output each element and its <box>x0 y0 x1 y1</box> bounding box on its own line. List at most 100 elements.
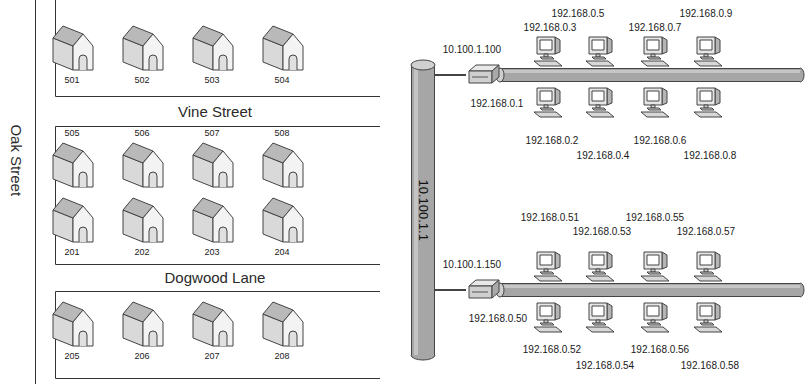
computer-node: 192.168.0.5 <box>552 8 617 67</box>
house-number: 501 <box>64 76 79 86</box>
icon-part <box>697 303 715 320</box>
computer-node: 192.168.0.57 <box>677 226 735 282</box>
house-icon <box>189 196 235 244</box>
icon-part <box>715 88 720 105</box>
house-door <box>289 331 297 346</box>
icon-part <box>283 151 303 187</box>
ip-address: 192.168.0.6 <box>634 135 687 146</box>
icon-part <box>555 88 560 105</box>
house-icon <box>49 196 95 244</box>
icon-part <box>555 37 560 54</box>
house-icon <box>189 141 235 189</box>
computer-icon <box>531 250 565 282</box>
icon-part <box>143 310 163 346</box>
icon-part <box>694 327 722 332</box>
icon-part <box>537 252 555 269</box>
icon-part <box>607 37 612 54</box>
computer-icon <box>638 301 672 333</box>
ip-address: 10.100.1.100 <box>443 44 501 55</box>
house-number: 202 <box>134 248 149 258</box>
computer-icon <box>531 35 565 67</box>
street-name: Oak Street <box>8 124 25 196</box>
house-node: 505 <box>49 129 95 189</box>
computer-icon <box>531 301 565 333</box>
house-door <box>219 55 227 70</box>
icon-part <box>715 252 720 269</box>
icon-part <box>700 323 714 325</box>
icon-part <box>697 252 715 269</box>
house-node: 501 <box>49 24 95 86</box>
bus-highlight <box>500 285 800 288</box>
house-door <box>79 331 87 346</box>
icon-part <box>586 327 614 332</box>
icon-part <box>540 57 554 59</box>
icon-part <box>592 91 604 101</box>
computer-node: 192.168.0.51 <box>521 212 579 282</box>
house-door <box>289 227 297 242</box>
icon-part <box>283 310 303 346</box>
ip-address: 192.168.0.52 <box>523 344 581 355</box>
computer-icon <box>691 301 725 333</box>
icon-part <box>540 255 552 265</box>
bus-body <box>500 283 800 297</box>
icon-part <box>662 303 667 320</box>
computer-node: 192.168.0.58 <box>681 301 739 371</box>
house-door <box>219 227 227 242</box>
computer-node: 192.168.0.4 <box>577 86 630 161</box>
icon-part <box>540 108 554 110</box>
icon-part <box>143 151 163 187</box>
house-number: 503 <box>204 76 219 86</box>
icon-part <box>555 252 560 269</box>
ip-address: 192.168.0.54 <box>576 360 634 371</box>
icon-part <box>592 323 606 325</box>
icon-part <box>589 252 607 269</box>
icon-part <box>647 91 659 101</box>
house-node: 503 <box>189 24 235 86</box>
icon-part <box>592 306 604 316</box>
house-door <box>149 55 157 70</box>
icon-part <box>143 34 163 70</box>
icon-part <box>647 57 661 59</box>
ip-address: 192.168.0.8 <box>684 150 737 161</box>
house-node: 203 <box>189 196 235 258</box>
computer-icon <box>531 86 565 118</box>
computer-icon <box>638 250 672 282</box>
computer-icon <box>638 35 672 67</box>
ip-address: 192.168.0.55 <box>626 212 684 223</box>
house-node: 208 <box>259 300 305 362</box>
house-number: 207 <box>204 352 219 362</box>
bus-body <box>500 68 800 82</box>
house-number: 506 <box>134 129 149 139</box>
icon-part <box>534 276 562 281</box>
house-number: 504 <box>274 76 289 86</box>
icon-part <box>641 61 669 66</box>
house-node: 508 <box>259 129 305 189</box>
icon-part <box>586 61 614 66</box>
house-door <box>149 227 157 242</box>
icon-part <box>592 255 604 265</box>
house-icon <box>119 300 165 348</box>
house-number: 508 <box>274 129 289 139</box>
icon-part <box>647 255 659 265</box>
computer-icon <box>691 250 725 282</box>
icon-part <box>641 276 669 281</box>
ip-address: 192.168.0.56 <box>631 344 689 355</box>
bus-end <box>800 283 804 297</box>
icon-part <box>700 57 714 59</box>
bus-edge <box>500 69 800 82</box>
icon-part <box>283 206 303 242</box>
icon-part <box>469 71 492 83</box>
icon-part <box>492 65 499 83</box>
icon-part <box>555 303 560 320</box>
icon-part <box>213 151 233 187</box>
block-outline <box>56 292 381 379</box>
router-slot <box>472 77 488 78</box>
icon-part <box>589 88 607 105</box>
icon-part <box>592 272 606 274</box>
street-name: Dogwood Lane <box>165 270 266 287</box>
icon-part <box>540 306 552 316</box>
icon-part <box>647 40 659 50</box>
icon-part <box>592 40 604 50</box>
computer-node: 192.168.0.8 <box>684 86 737 161</box>
